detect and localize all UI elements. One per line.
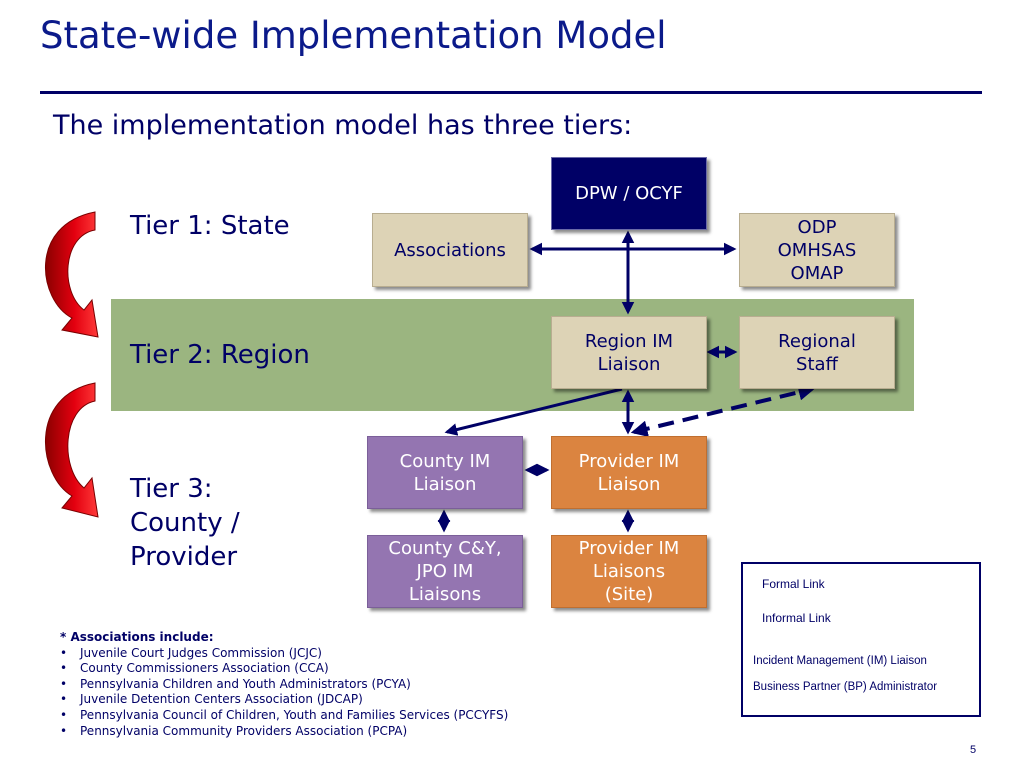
box-line: Liaisons	[408, 584, 482, 605]
dpw-ocyf-box: DPW / OCYF	[551, 157, 707, 230]
box-line: JPO IM	[416, 561, 474, 582]
box-line: Liaison	[597, 353, 661, 375]
box-line: Liaison	[413, 473, 477, 495]
page-number: 5	[970, 744, 977, 756]
box-line: OMAP	[790, 262, 844, 284]
box-line: Liaison	[597, 473, 661, 495]
associations-note-header: * Associations include:	[60, 630, 214, 644]
box-line: County IM	[399, 450, 491, 472]
box-line: Associations	[394, 239, 506, 261]
tier3-label-line: Tier 3:	[130, 474, 213, 504]
list-item: County Commissioners Association (CCA)	[60, 661, 508, 677]
box-line: Liaisons	[592, 561, 666, 582]
tier1-to-tier2-curved-arrow-icon	[45, 211, 99, 338]
associations-note: * Associations include: Juvenile Court J…	[60, 630, 508, 739]
associations-box: Associations	[372, 213, 528, 287]
title-divider	[40, 91, 982, 94]
legend-informal-link-label: Informal Link	[762, 611, 831, 625]
associations-list: Juvenile Court Judges Commission (JCJC) …	[60, 646, 508, 740]
list-item: Juvenile Court Judges Commission (JCJC)	[60, 646, 508, 662]
box-line: Provider IM	[578, 450, 680, 472]
tier3-label-line: Provider	[130, 542, 238, 572]
legend-im-definition: Incident Management (IM) Liaison	[753, 655, 927, 667]
box-line: OMHSAS	[777, 239, 857, 261]
box-line: County C&Y,	[388, 538, 502, 559]
list-item: Pennsylvania Council of Children, Youth …	[60, 708, 508, 724]
list-item: Pennsylvania Children and Youth Administ…	[60, 677, 508, 693]
region-im-liaison-box: Region IM Liaison	[551, 316, 707, 389]
tier3-label: Tier 3: County / Provider	[130, 472, 240, 574]
box-line: (Site)	[604, 584, 654, 605]
tier3-label-line: County /	[130, 508, 240, 538]
box-line: Staff	[796, 353, 838, 375]
box-line: ODP	[797, 216, 837, 238]
link-provider-regional-staff-informal	[630, 383, 816, 438]
provider-im-liaison-box: Provider IM Liaison	[551, 436, 707, 509]
county-cy-jpo-liaisons-box: County C&Y, JPO IM Liaisons	[367, 535, 523, 608]
list-item: Juvenile Detention Centers Association (…	[60, 692, 508, 708]
list-item: Pennsylvania Community Providers Associa…	[60, 724, 508, 740]
odp-omhsas-omap-box: ODP OMHSAS OMAP	[739, 213, 895, 287]
tier2-to-tier3-curved-arrow-icon	[45, 382, 99, 518]
tier2-label: Tier 2: Region	[130, 340, 310, 370]
provider-im-liaisons-site-box: Provider IM Liaisons (Site)	[551, 535, 707, 608]
legend-bp-definition: Business Partner (BP) Administrator	[753, 681, 938, 693]
subtitle: The implementation model has three tiers…	[53, 110, 633, 141]
link-region-county	[444, 387, 623, 436]
legend-formal-link-label: Formal Link	[762, 577, 825, 591]
legend-box	[741, 562, 981, 717]
box-line: Provider IM	[578, 538, 680, 559]
box-line: DPW / OCYF	[575, 183, 683, 204]
box-line: Regional	[778, 330, 856, 352]
tier1-label: Tier 1: State	[130, 211, 290, 241]
page-title: State-wide Implementation Model	[40, 14, 667, 57]
county-im-liaison-box: County IM Liaison	[367, 436, 523, 509]
regional-staff-box: Regional Staff	[739, 316, 895, 389]
box-line: Region IM	[584, 330, 674, 352]
